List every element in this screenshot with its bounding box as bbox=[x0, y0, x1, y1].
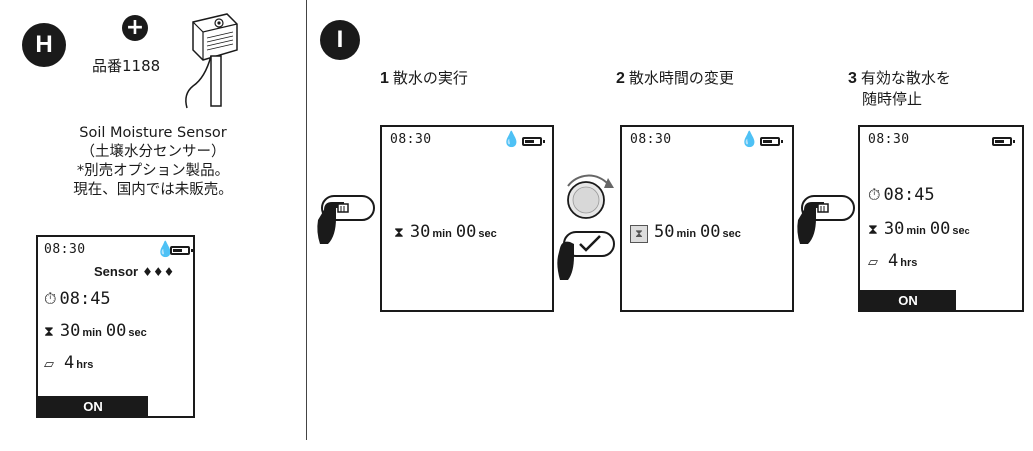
sensor-label: Sensor bbox=[94, 264, 139, 279]
step-2-text: 散水時間の変更 bbox=[628, 69, 734, 87]
step-3-text-line2: 随時停止 bbox=[862, 90, 923, 108]
hand-press-button-icon bbox=[317, 195, 375, 244]
duration-min: 30 bbox=[59, 321, 81, 341]
sensor-description: Soil Moisture Sensor （土壌水分センサー） *別売オプション… bbox=[0, 124, 306, 200]
start-time-row: ⏱ 08:45 bbox=[868, 185, 935, 205]
interval-unit: hrs bbox=[900, 257, 918, 269]
rotary-dial-icon bbox=[567, 174, 614, 219]
battery-icon bbox=[760, 137, 783, 146]
plus-icon: + bbox=[122, 15, 148, 41]
sensor-drops-icon: ♦♦♦ bbox=[142, 265, 175, 279]
duration-sec: 00 bbox=[929, 219, 951, 239]
start-time: 08:45 bbox=[59, 289, 111, 309]
desc-line-3: *別売オプション製品。 bbox=[76, 163, 230, 179]
duration-row: ⧗ 30 min 00 sec bbox=[394, 222, 501, 242]
clock-time: 08:30 bbox=[390, 132, 432, 147]
step-3-text-line1: 有効な散水を bbox=[860, 69, 951, 87]
water-drop-icon: 💧 bbox=[740, 130, 759, 148]
duration-row: ⧗ 50 min 00 sec bbox=[630, 222, 745, 243]
interval-value: 4 bbox=[64, 353, 75, 373]
duration-row: ⧗ 30 min 00 sec bbox=[44, 321, 151, 341]
duration-min-unit: min bbox=[82, 327, 102, 339]
interval-row: ▱ 4 hrs bbox=[44, 353, 97, 373]
battery-icon bbox=[992, 137, 1015, 146]
section-divider bbox=[306, 0, 307, 440]
duration-sec-unit: sec bbox=[128, 327, 147, 339]
hourglass-icon: ⧗ bbox=[630, 225, 648, 243]
duration-sec-unit: sec bbox=[722, 228, 741, 240]
sensor-status: Sensor ♦♦♦ bbox=[94, 264, 174, 279]
duration-sec: 00 bbox=[455, 222, 477, 242]
step-1-text: 散水の実行 bbox=[392, 69, 468, 87]
calendar-icon: ▱ bbox=[44, 357, 54, 372]
clock-time: 08:30 bbox=[44, 242, 86, 257]
hand-press-button-icon bbox=[797, 195, 855, 244]
section-badge-i: I bbox=[320, 20, 360, 60]
interval-value: 4 bbox=[888, 251, 899, 271]
interval-unit: hrs bbox=[76, 359, 94, 371]
duration-sec: 00 bbox=[700, 222, 721, 242]
battery-icon bbox=[170, 246, 193, 255]
battery-icon bbox=[522, 137, 545, 146]
duration-min: 30 bbox=[883, 219, 905, 239]
hourglass-icon: ⧗ bbox=[394, 225, 404, 241]
desc-line-2: （土壌水分センサー） bbox=[80, 144, 226, 160]
section-badge-h: H bbox=[22, 23, 66, 67]
step-2-number: 2 bbox=[616, 70, 625, 87]
duration-sec-unit: se bbox=[952, 225, 965, 237]
duration-min-unit: min bbox=[906, 225, 926, 237]
clock-time: 08:30 bbox=[868, 132, 910, 147]
duration-min: 30 bbox=[409, 222, 431, 242]
status-on-bar: ON bbox=[860, 290, 956, 310]
duration-sec: 00 bbox=[105, 321, 127, 341]
soil-sensor-illustration bbox=[185, 13, 238, 109]
interval-row: ▱ 4 hrs bbox=[868, 251, 921, 271]
start-time: 08:45 bbox=[883, 185, 935, 205]
duration-sec-superscript: c bbox=[964, 226, 970, 236]
duration-min-unit: min bbox=[432, 228, 452, 240]
duration-min: 50 bbox=[654, 222, 675, 242]
desc-line-1: Soil Moisture Sensor bbox=[79, 125, 227, 141]
hourglass-icon: ⧗ bbox=[44, 324, 54, 340]
stopwatch-icon: ⏱ bbox=[44, 289, 57, 308]
start-time-row: ⏱ 08:45 bbox=[44, 289, 111, 309]
lcd-screen-step-1: 08:30 💧 ⧗ 30 min 00 sec bbox=[380, 125, 554, 312]
clock-time: 08:30 bbox=[630, 132, 672, 147]
desc-line-4: 現在、国内では未販売。 bbox=[73, 182, 233, 198]
step-1-number: 1 bbox=[380, 70, 389, 87]
hourglass-icon: ⧗ bbox=[868, 222, 878, 238]
part-number: 品番1188 bbox=[92, 57, 161, 75]
step-3-number: 3 bbox=[848, 70, 857, 87]
stopwatch-icon: ⏱ bbox=[868, 185, 881, 204]
water-drop-icon: 💧 bbox=[502, 130, 521, 148]
lcd-screen-sensor: 08:30 💧 Sensor ♦♦♦ ⏱ 08:45 ⧗ 30 min 00 s… bbox=[36, 235, 195, 418]
hand-confirm-check-icon bbox=[557, 231, 615, 280]
duration-min-unit: min bbox=[676, 228, 697, 240]
calendar-icon: ▱ bbox=[868, 255, 878, 270]
duration-sec-unit: sec bbox=[478, 228, 497, 240]
status-on-bar: ON bbox=[38, 396, 148, 416]
lcd-screen-step-2: 08:30 💧 ⧗ 50 min 00 sec bbox=[620, 125, 794, 312]
